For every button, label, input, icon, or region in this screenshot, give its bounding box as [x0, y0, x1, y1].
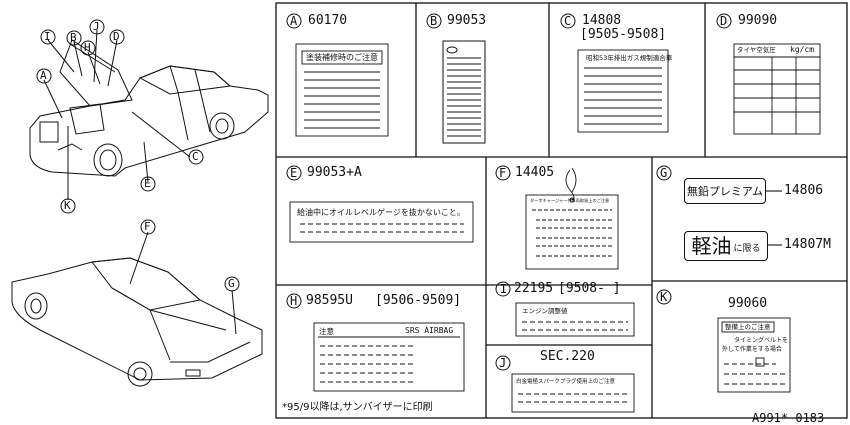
callout-j: J: [93, 20, 100, 33]
panel-d-label-text: タイヤ空気圧: [737, 46, 776, 54]
panel-c-letter: C: [564, 14, 572, 28]
panel-j-part-no: SEC.220: [540, 349, 595, 364]
panel-e-letter: E: [290, 166, 298, 180]
panel-k-part-no: 99060: [728, 296, 768, 311]
callout-f: F: [144, 220, 151, 233]
panel-h-part-no: 98595U: [306, 293, 353, 308]
panel-h-label-left: 注意: [319, 327, 334, 336]
panel-c-sub: [9505-9508]: [580, 27, 667, 42]
panel-f-letter: F: [499, 166, 507, 180]
panel-g-part2: 14807M: [784, 237, 831, 252]
panel-k-label-title: 整備上のご注意: [725, 323, 771, 331]
panel-f-label-text: ターボチャージャー付車両取扱上のご注意: [530, 198, 610, 203]
panel-e-part-no: 99053+A: [307, 165, 362, 180]
panel-c-part-no: 14808: [582, 13, 622, 28]
panel-h-note: *95/9以降は,サンバイザーに印刷: [282, 402, 433, 413]
panel-j-letter: J: [499, 356, 507, 370]
panel-g-letter: G: [660, 166, 668, 180]
callout-g: G: [228, 277, 235, 290]
panel-k-label-l2: 外して作業をする場合: [722, 346, 782, 353]
panel-h-letter: H: [290, 294, 298, 308]
panel-g-label1: 無鉛プレミアム: [686, 185, 764, 198]
panel-h-sub: [9506-9509]: [375, 293, 462, 308]
panel-i-part-no: 22195: [514, 281, 554, 296]
panel-d-letter: D: [720, 14, 728, 28]
callout-b: B: [70, 31, 77, 44]
diagram-id: A991* 0183: [752, 411, 825, 425]
panel-a-label-text: 塗装補修時のご注意: [306, 53, 378, 62]
callout-h: H: [84, 41, 91, 54]
panel-g-label2-big: 軽油: [691, 234, 732, 258]
panel-g-label2-box: 軽油 に限る: [684, 231, 768, 261]
callout-i: I: [44, 30, 51, 43]
panel-i-letter: I: [500, 282, 508, 296]
callout-a: A: [40, 69, 47, 82]
panel-f-part-no: 14405: [515, 165, 555, 180]
panel-h-label-right: SRS AIRBAG: [405, 326, 454, 335]
callout-c: C: [192, 150, 199, 163]
panel-a-letter: A: [290, 14, 298, 28]
panel-k-letter: K: [660, 290, 668, 304]
panel-k-label-l1: タイミングベルトを: [734, 337, 789, 344]
panel-d-unit: kg/cm: [790, 45, 815, 54]
panel-e-label-text: 給油中にオイルレベルゲージを抜かないこと。: [297, 208, 465, 217]
callout-d: D: [113, 30, 120, 43]
panel-j-label-text: 白金電極スパークプラグ使用上のご注意: [516, 379, 616, 385]
panel-i-label-text: エンジン調整値: [522, 307, 568, 315]
panel-b-part-no: 99053: [447, 13, 487, 28]
callout-k: K: [64, 199, 71, 212]
panel-g-part1: 14806: [784, 183, 824, 198]
panel-i-sub: [9508- ]: [558, 281, 621, 296]
panel-g-label1-box: 無鉛プレミアム: [684, 178, 766, 204]
panel-c-label-text: 昭和53年排出ガス規制適合車: [586, 54, 673, 62]
panel-d-part-no: 99090: [738, 13, 778, 28]
panel-b-letter: B: [430, 14, 438, 28]
callout-e: E: [144, 177, 151, 190]
panel-g-label2-small: に限る: [733, 244, 761, 254]
panel-a-part-no: 60170: [308, 13, 348, 28]
